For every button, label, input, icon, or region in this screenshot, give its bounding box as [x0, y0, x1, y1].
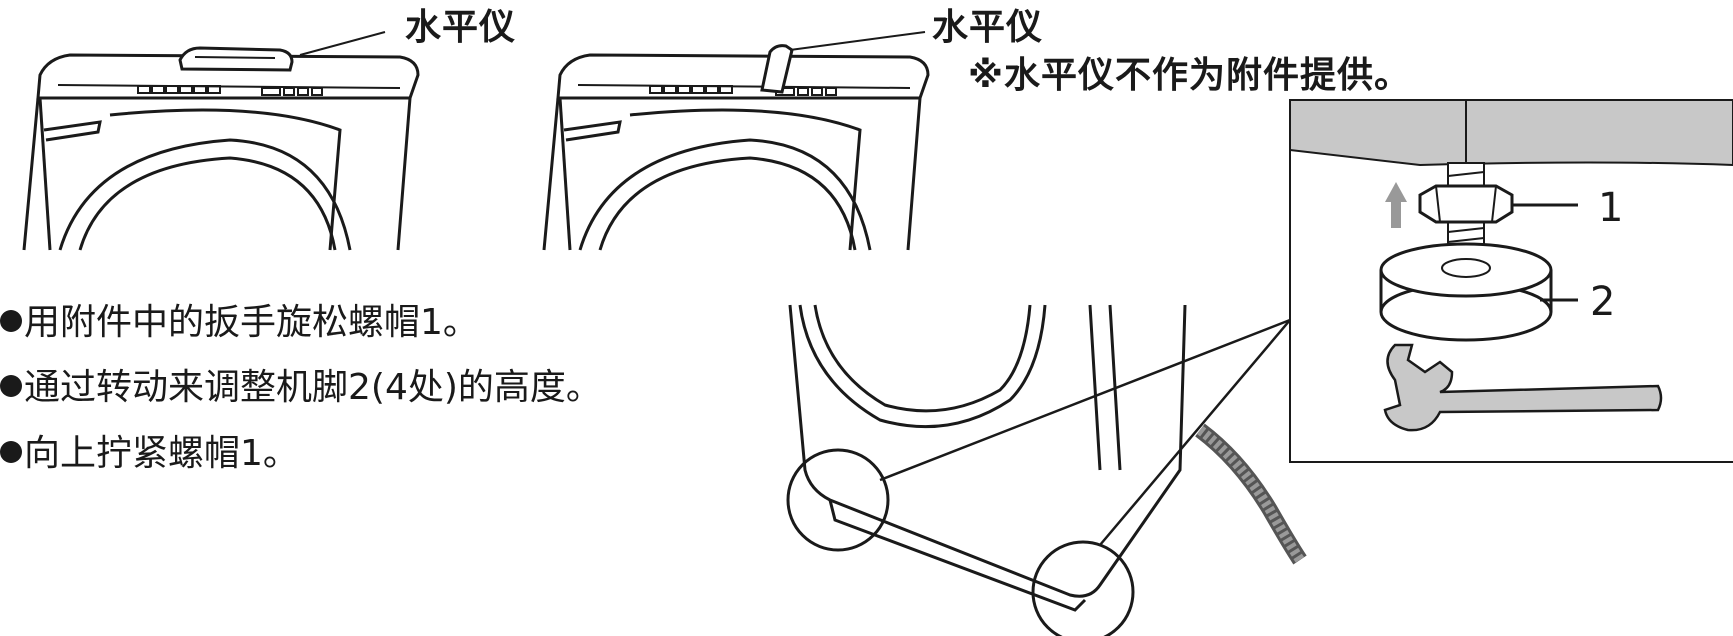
step-text: 向上拧紧螺帽1。 [24, 433, 299, 474]
level-label-left: 水平仪 [405, 7, 517, 48]
bullet-icon [0, 441, 22, 463]
level-label-right: 水平仪 [932, 7, 1044, 48]
washer-middle-illustration [542, 31, 930, 251]
washer-left-illustration [22, 31, 420, 251]
step-text: 通过转动来调整机脚2(4处)的高度。 [24, 367, 602, 408]
foot-detail-box [1289, 99, 1733, 463]
washer-bottom-illustration [786, 304, 1307, 636]
step-list-item: 向上拧紧螺帽1。 [0, 436, 299, 472]
step-list-item: 通过转动来调整机脚2(4处)的高度。 [0, 370, 602, 406]
level-not-included-note: ※水平仪不作为附件提供。 [968, 55, 1411, 96]
callout-foot: 2 [1590, 279, 1616, 325]
step-list-item: 用附件中的扳手旋松螺帽1。 [0, 305, 479, 341]
bullet-icon [0, 375, 22, 397]
callout-nut: 1 [1598, 185, 1624, 231]
arrow-up-icon [1385, 182, 1407, 228]
step-text: 用附件中的扳手旋松螺帽1。 [24, 302, 479, 343]
wrench-icon [1383, 343, 1663, 432]
bullet-icon [0, 310, 22, 332]
